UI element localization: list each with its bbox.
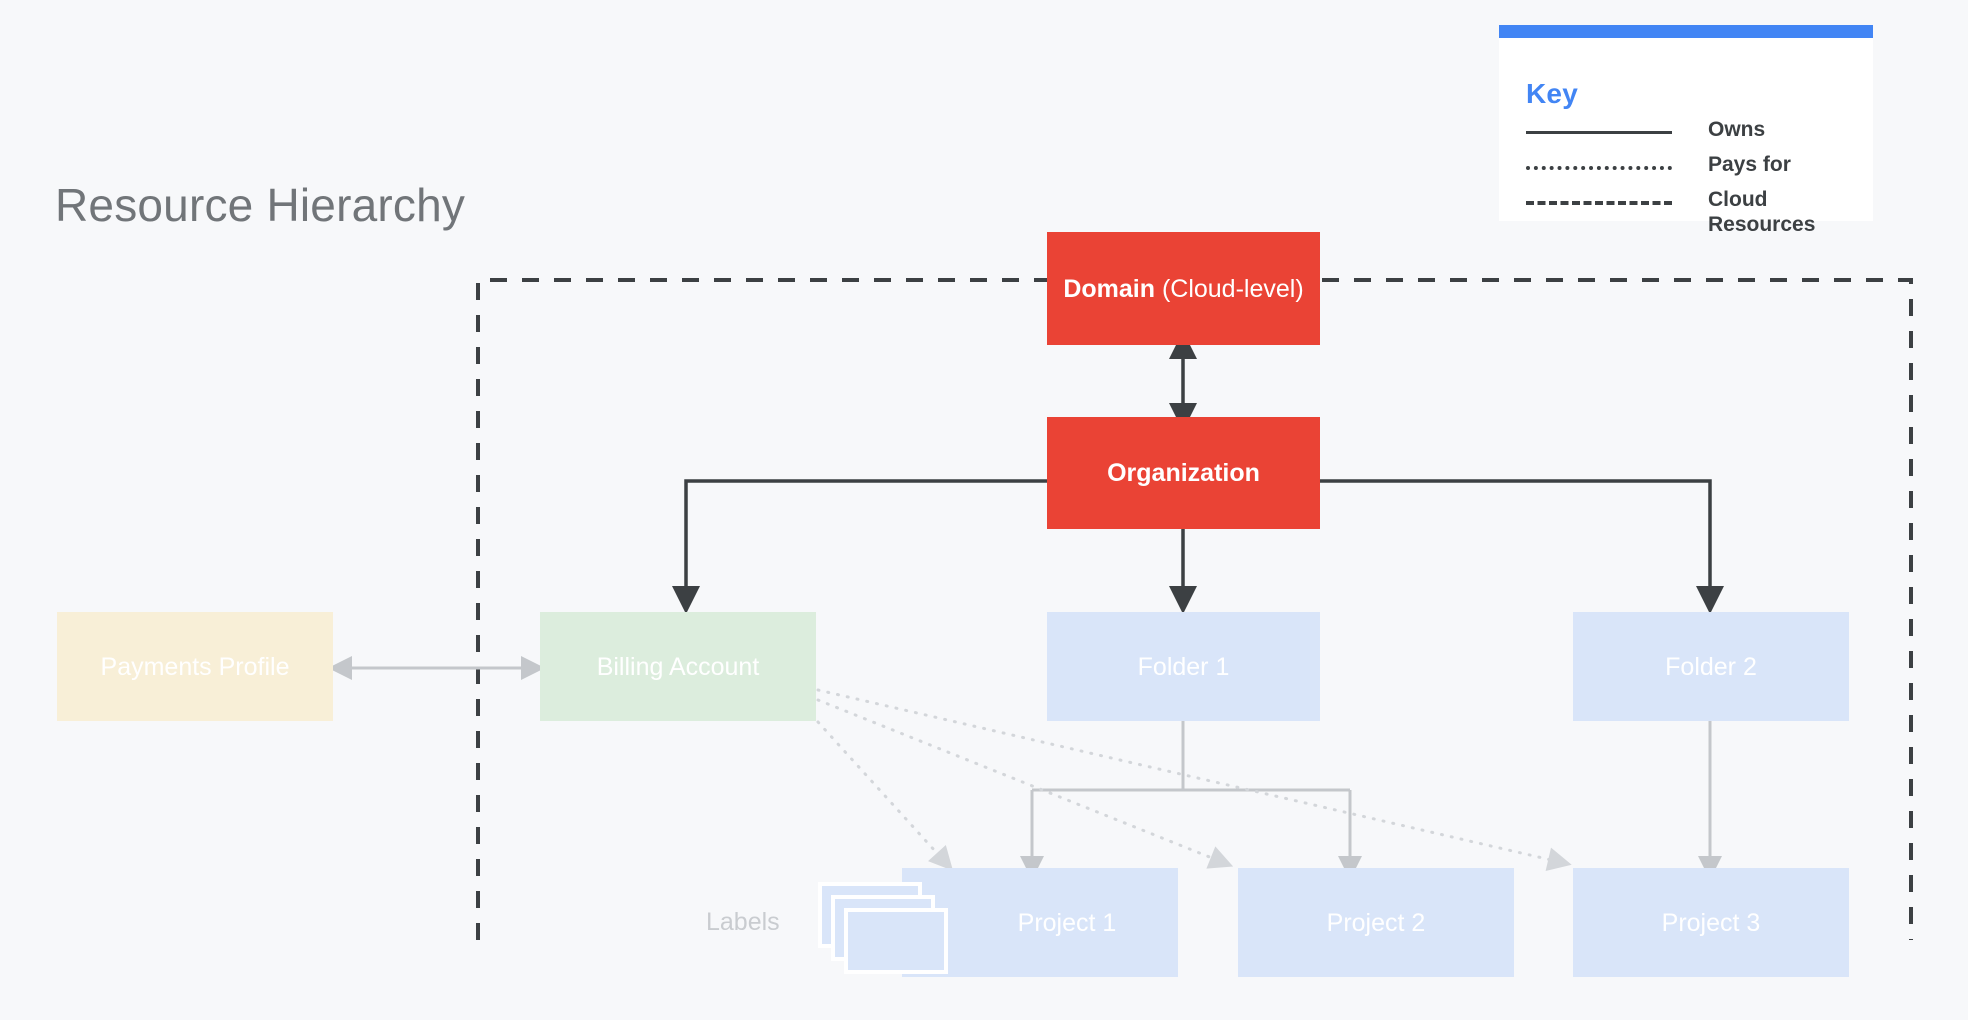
legend-dotted-line-icon xyxy=(1526,166,1672,170)
legend-title: Key xyxy=(1526,78,1578,109)
node-domain-strong: Domain xyxy=(1063,274,1155,303)
node-folder-1-label: Folder 1 xyxy=(1137,652,1230,681)
node-project-3-label: Project 3 xyxy=(1661,908,1761,937)
legend-label-owns: Owns xyxy=(1708,118,1766,141)
node-billing-account-label: Billing Account xyxy=(596,652,760,681)
legend-rows: Owns Pays for Cloud Resources xyxy=(1526,118,1856,239)
labels-stack-icon[interactable] xyxy=(818,882,948,982)
cloud-resources-boundary xyxy=(476,278,1913,940)
node-organization[interactable]: Organization xyxy=(1047,417,1320,529)
node-organization-label: Organization xyxy=(1107,459,1260,487)
node-domain-light: (Cloud-level) xyxy=(1155,274,1304,303)
node-project-3[interactable]: Project 3 xyxy=(1573,868,1849,977)
node-folder-1[interactable]: Folder 1 xyxy=(1047,612,1320,721)
node-billing-account[interactable]: Billing Account xyxy=(540,612,816,721)
wire-pays-for-project2 xyxy=(816,698,1234,869)
node-project-2[interactable]: Project 2 xyxy=(1238,868,1514,977)
wire-folder1-tree xyxy=(1030,720,1352,862)
wire-pays-for-project1 xyxy=(816,720,954,871)
legend-card: Key Owns Pays for Cloud Resources xyxy=(1499,25,1873,236)
node-folder-2-label: Folder 2 xyxy=(1665,652,1757,681)
node-project-2-label: Project 2 xyxy=(1326,908,1426,937)
page-title: Resource Hierarchy xyxy=(55,179,466,231)
legend-accent-bar xyxy=(1499,25,1873,38)
node-payments-profile[interactable]: Payments Profile xyxy=(57,612,333,721)
label-card-front-icon xyxy=(844,908,948,974)
legend-label-pays-for: Pays for xyxy=(1708,153,1791,176)
labels-caption: Labels xyxy=(706,908,780,936)
legend-row-pays-for: Pays for xyxy=(1526,153,1856,191)
node-domain[interactable]: Domain (Cloud-level) xyxy=(1047,232,1320,345)
wire-organization-folder2 xyxy=(1320,479,1724,614)
legend-label-cloud-resources: Cloud Resources xyxy=(1708,188,1816,236)
legend-dashed-line-icon xyxy=(1526,201,1672,205)
legend-solid-line-icon xyxy=(1526,131,1672,134)
node-project-1-label: Project 1 xyxy=(1017,908,1117,937)
wire-organization-billing-account xyxy=(672,479,1047,614)
node-project-1[interactable]: Project 1 xyxy=(902,868,1178,977)
node-payments-profile-label: Payments Profile xyxy=(100,652,290,681)
legend-row-owns: Owns xyxy=(1526,118,1856,156)
node-folder-2[interactable]: Folder 2 xyxy=(1573,612,1849,721)
legend-row-cloud-resources: Cloud Resources xyxy=(1526,188,1856,239)
